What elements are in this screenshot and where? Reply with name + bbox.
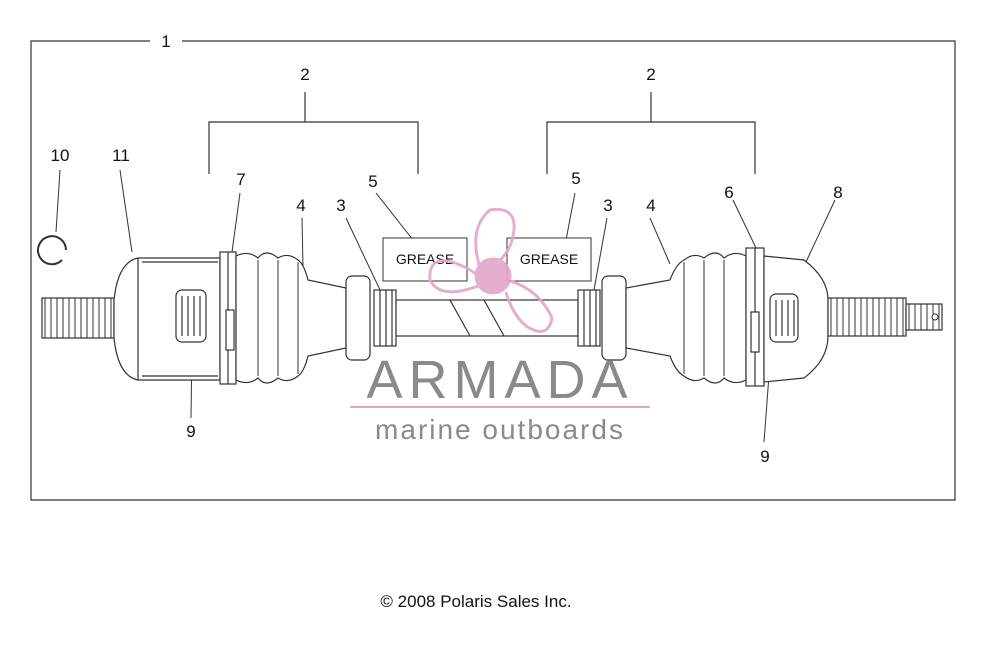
left-cv-boot	[235, 252, 347, 384]
left-boot-collar	[345, 275, 371, 361]
grease-label-left: GREASE	[396, 251, 454, 267]
copyright-notice: © 2008 Polaris Sales Inc.	[380, 592, 571, 611]
right-small-clamp	[577, 289, 601, 347]
left-spline-stub	[41, 297, 115, 339]
left-large-clamp	[219, 251, 237, 385]
right-spider-bearing	[769, 293, 799, 343]
right-boot-collar	[601, 275, 627, 361]
grease-label-right: GREASE	[520, 251, 578, 267]
boot-kit-bracket-right	[546, 92, 756, 174]
left-spider-bearing	[175, 289, 207, 343]
leader-lines	[55, 169, 836, 443]
right-large-clamp	[745, 247, 765, 387]
callout-6: 6	[724, 183, 733, 202]
right-boot-folds	[683, 260, 725, 376]
boot-kit-bracket-left	[208, 92, 419, 174]
callout-9-left: 9	[186, 422, 195, 441]
grease-box-right: GREASE	[506, 237, 592, 282]
callout-7: 7	[236, 170, 245, 189]
left-small-clamp	[373, 289, 397, 347]
callout-2-right: 2	[646, 65, 655, 84]
callout-1: 1	[161, 32, 170, 51]
callout-8: 8	[833, 183, 842, 202]
callout-4-left: 4	[296, 196, 305, 215]
watermark-subtitle: marine outboards	[375, 414, 625, 445]
propeller-logo-icon	[428, 207, 554, 333]
right-cv-boot	[625, 252, 747, 384]
cotter-hole	[931, 313, 939, 321]
grease-box-left: GREASE	[382, 237, 468, 282]
callout-9-right: 9	[760, 447, 769, 466]
callout-11: 11	[112, 146, 130, 165]
callout-10: 10	[51, 146, 70, 165]
left-boot-folds	[257, 260, 299, 376]
right-spline-stub	[827, 297, 907, 337]
callout-2-left: 2	[300, 65, 309, 84]
callout-3-left: 3	[336, 196, 345, 215]
callout-4-right: 4	[646, 196, 655, 215]
callout-5-left: 5	[368, 172, 377, 191]
watermark-title: ARMADA	[366, 350, 633, 410]
assembly-bracket	[30, 40, 956, 501]
circlip	[37, 235, 67, 266]
callout-5-right: 5	[571, 169, 580, 188]
callout-3-right: 3	[603, 196, 612, 215]
